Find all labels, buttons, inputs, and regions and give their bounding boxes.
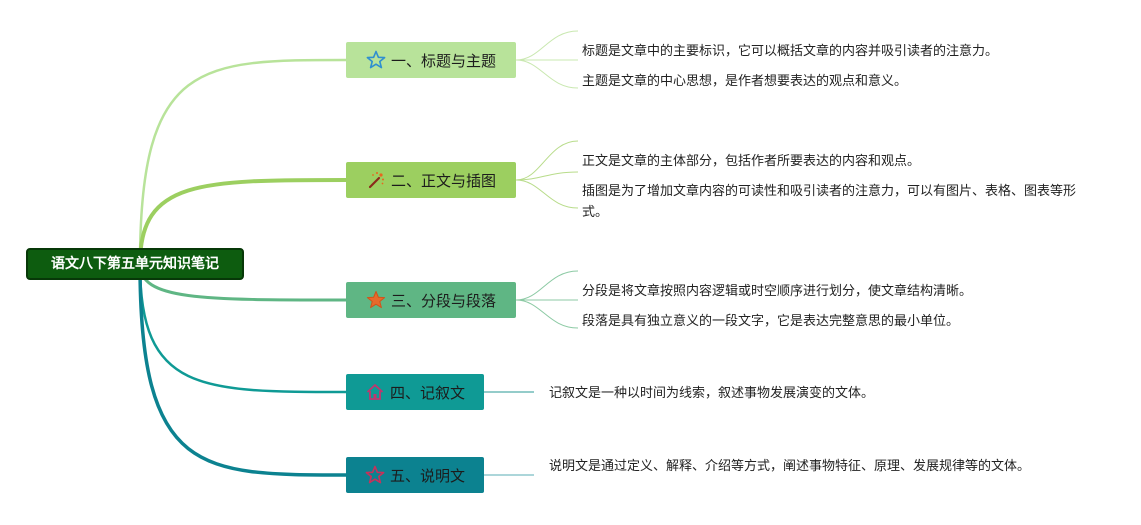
- leaf-connector: [515, 30, 579, 61]
- leaf-connector: [515, 179, 579, 209]
- magic-wand-icon: [366, 170, 386, 190]
- branch-connector: [138, 58, 347, 265]
- leaf-text[interactable]: 记叙文是一种以时间为线索，叙述事物发展演变的文体。: [549, 386, 875, 401]
- leaf-connector: [515, 171, 579, 181]
- leaf-connector: [515, 140, 579, 181]
- branch-node-paragraph[interactable]: 三、分段与段落: [346, 282, 516, 318]
- leaf-text[interactable]: 主题是文章的中心思想，是作者想要表达的观点和意义。: [582, 74, 908, 89]
- branch-connector: [138, 178, 347, 265]
- leaf-text[interactable]: 标题是文章中的主要标识，它可以概括文章的内容并吸引读者的注意力。: [582, 44, 999, 59]
- home-icon: [365, 382, 385, 402]
- branch-label: 四、记叙文: [389, 383, 465, 402]
- leaf-text[interactable]: 说明文是通过定义、解释、介绍等方式，阐述事物特征、原理、发展规律等的文体。: [549, 459, 1031, 474]
- leaf-text[interactable]: 正文是文章的主体部分，包括作者所要表达的内容和观点。: [582, 154, 921, 169]
- branch-label: 五、说明文: [389, 466, 465, 485]
- branch-node-title-theme[interactable]: 一、标题与主题: [346, 42, 516, 78]
- star-outline-icon: [366, 50, 386, 70]
- branch-connector: [138, 263, 347, 394]
- branch-label: 一、标题与主题: [390, 51, 496, 70]
- leaf-text[interactable]: 段落是具有独立意义的一段文字，它是表达完整意思的最小单位。: [582, 314, 960, 329]
- leaf-connector: [515, 270, 579, 301]
- star-filled-icon: [366, 290, 386, 310]
- leaf-connector: [515, 59, 579, 89]
- leaf-text[interactable]: 分段是将文章按照内容逻辑或时空顺序进行划分，使文章结构清晰。: [582, 284, 973, 299]
- star-outline-red-icon: [365, 465, 385, 485]
- branch-node-narrative[interactable]: 四、记叙文: [346, 374, 484, 410]
- branch-node-body-illustration[interactable]: 二、正文与插图: [346, 162, 516, 198]
- branch-label: 二、正文与插图: [390, 171, 496, 190]
- branch-label: 三、分段与段落: [390, 291, 496, 310]
- leaf-connector: [515, 299, 579, 329]
- branch-node-expository[interactable]: 五、说明文: [346, 457, 484, 493]
- branch-connector: [138, 263, 347, 477]
- root-node[interactable]: 语文八下第五单元知识笔记: [26, 248, 244, 280]
- leaf-text[interactable]: 插图是为了增加文章内容的可读性和吸引读者的注意力，可以有图片、表格、图表等形式。: [582, 184, 1077, 220]
